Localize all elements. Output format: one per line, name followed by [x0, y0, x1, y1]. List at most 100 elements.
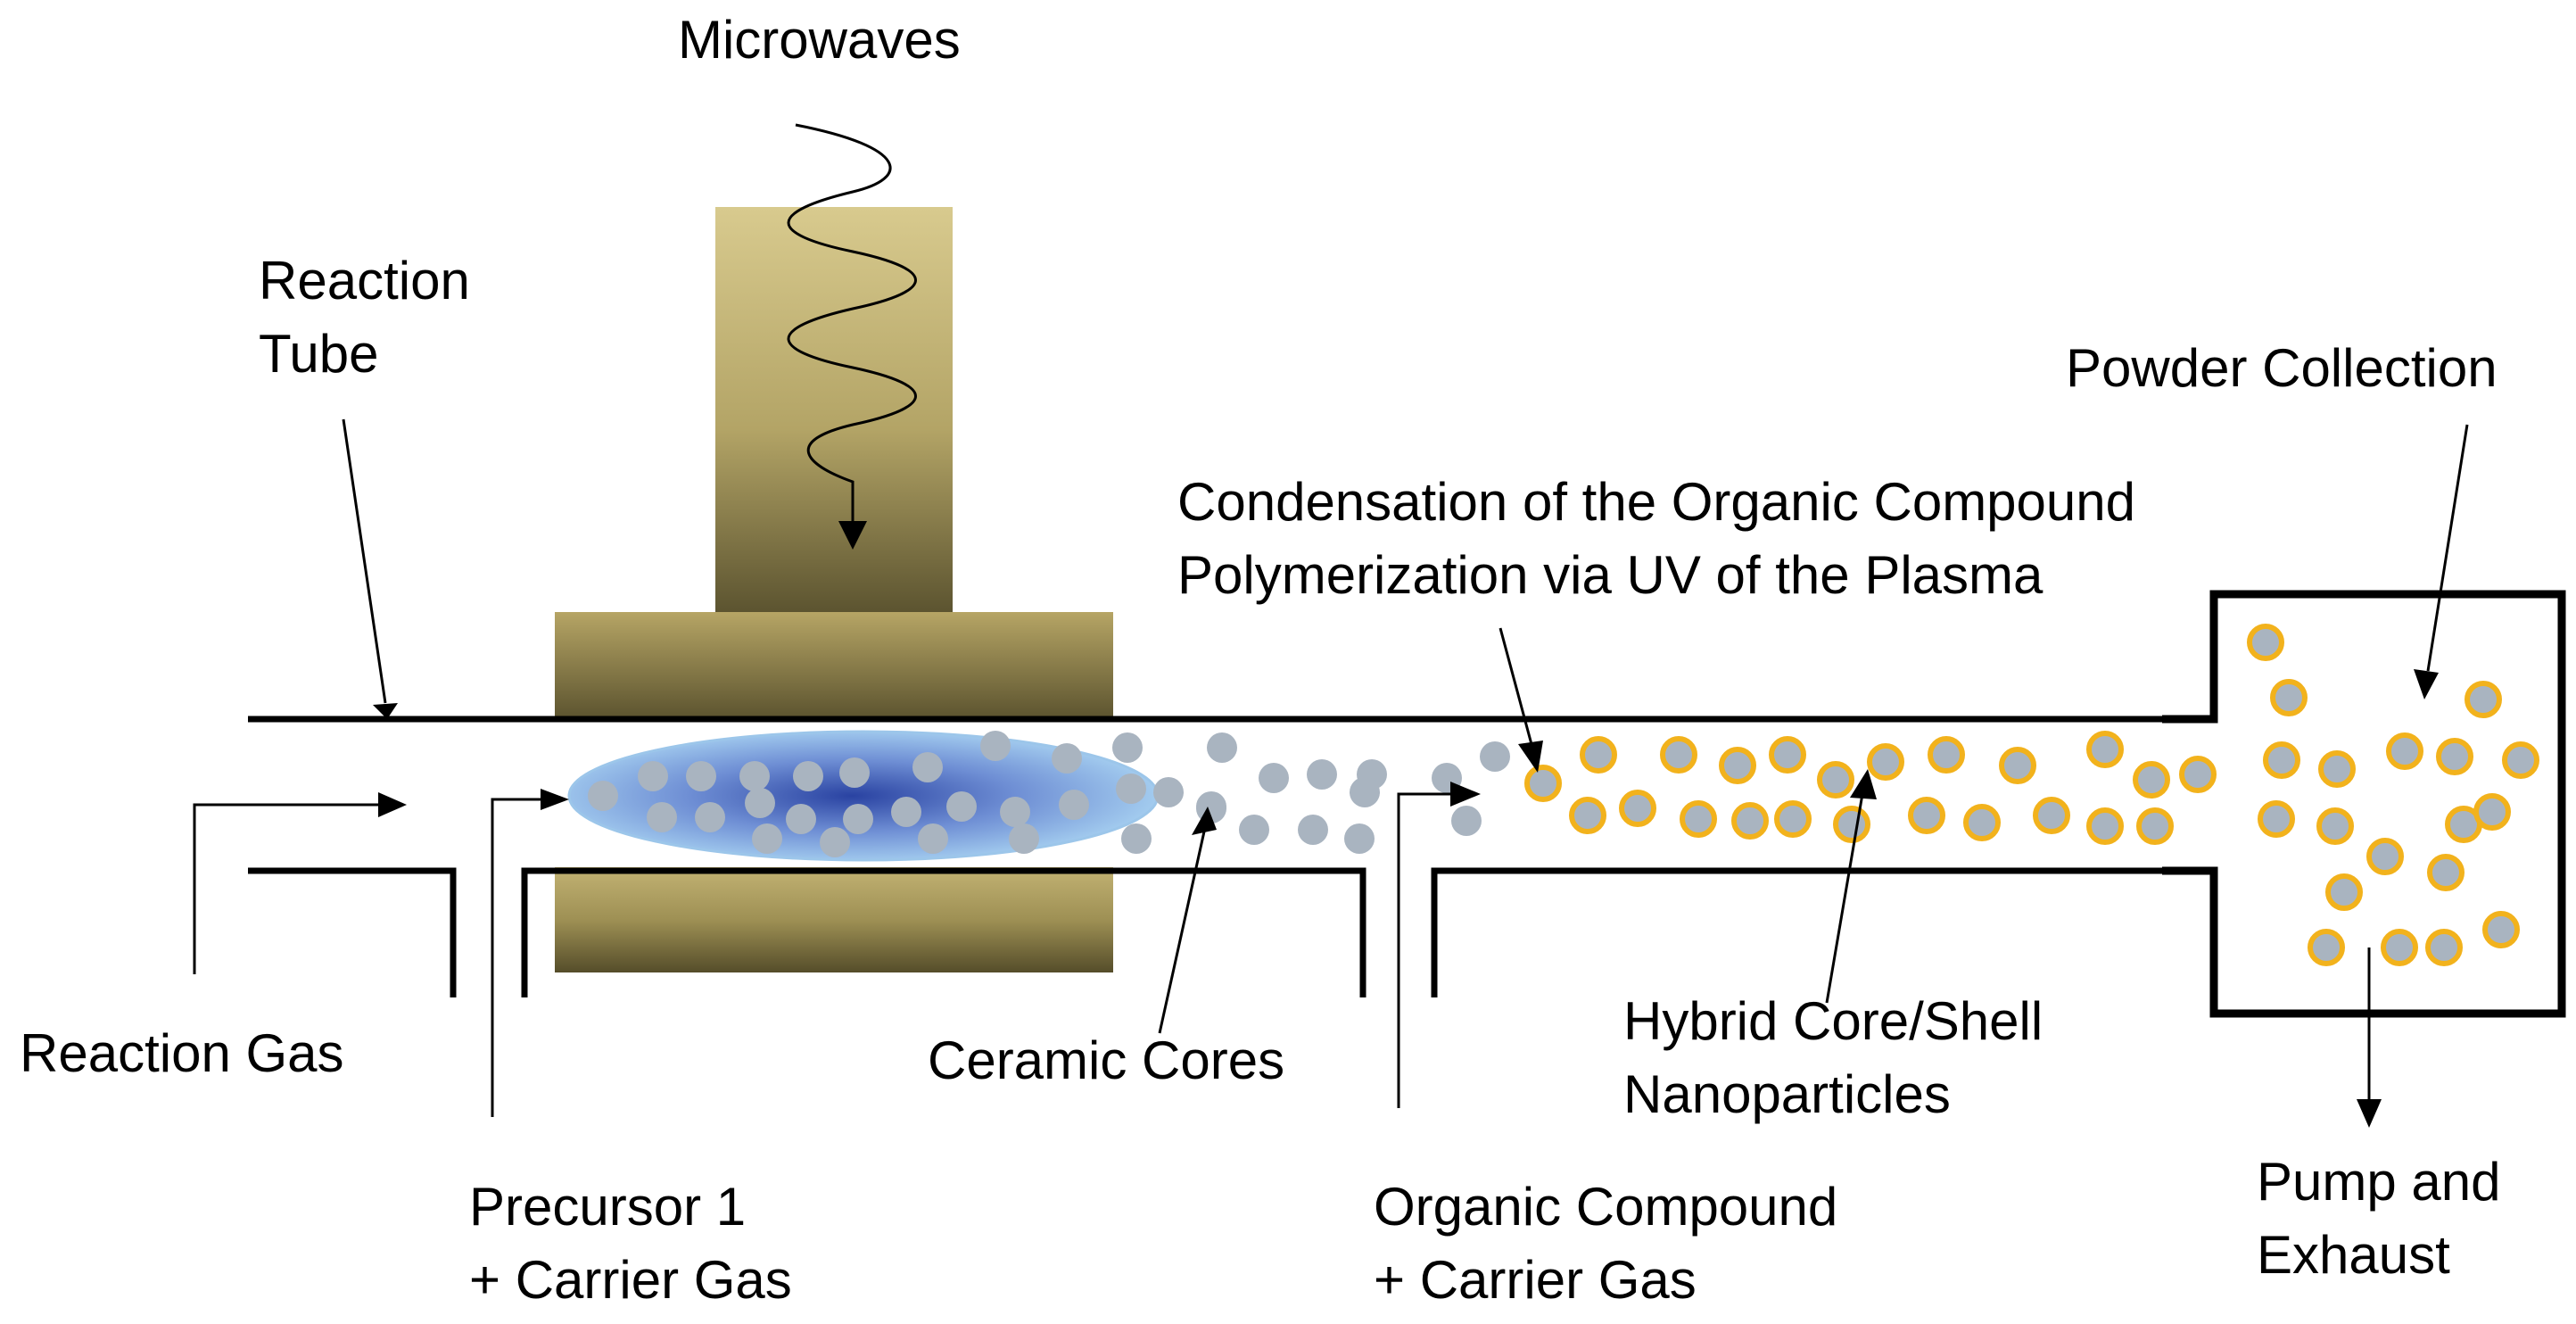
microwave-wave	[787, 123, 917, 546]
core-shell-particle	[1769, 736, 1806, 774]
core-shell-particle	[2086, 731, 2124, 768]
ceramic-core-particle	[793, 761, 823, 791]
ceramic-core-particle	[839, 757, 870, 788]
core-shell-particle	[2318, 750, 2356, 788]
core-shell-particle	[2179, 756, 2217, 793]
label-precursor: Precursor 1 + Carrier Gas	[469, 1171, 792, 1317]
label-microwaves: Microwaves	[678, 10, 961, 70]
ceramic-core-particle	[1009, 823, 1039, 854]
ceramic-core-particle	[638, 761, 668, 791]
ceramic-core-particle	[1344, 823, 1375, 854]
ceramic-core-particle	[820, 827, 850, 857]
arrow-heads	[373, 669, 2439, 1128]
core-shell-particle	[1908, 797, 1945, 834]
label-precursor-line1: Precursor 1	[469, 1177, 747, 1237]
ceramic-core-particle	[1451, 806, 1482, 836]
ceramic-core-particle	[891, 797, 921, 827]
core-shell-particle	[1680, 800, 1717, 838]
label-powder-collection: Powder Collection	[2066, 338, 2498, 398]
label-precursor-line2: + Carrier Gas	[469, 1250, 792, 1310]
ceramic-core-particle	[686, 761, 716, 791]
ceramic-core-particle	[946, 791, 977, 822]
core-shell-particle	[2033, 797, 2070, 834]
core-shell-particle	[1774, 800, 1812, 838]
core-shell-particle	[1817, 761, 1854, 799]
label-pump-line1: Pump and	[2257, 1152, 2501, 1212]
core-shell-particle	[1580, 736, 1617, 774]
ceramic-core-particle	[695, 802, 725, 832]
core-shell-particle	[2482, 911, 2520, 948]
waveguide-lower	[555, 867, 1113, 972]
ceramic-core-particle	[588, 781, 618, 811]
core-shell-particle	[1928, 736, 1965, 774]
core-shell-particle	[2425, 929, 2463, 966]
ceramic-core-particle	[1350, 777, 1380, 807]
ceramic-core-particle	[786, 804, 816, 834]
core-shell-particle	[1660, 736, 1697, 774]
ceramic-core-particle	[1239, 815, 1269, 845]
ceramic-core-particle	[1000, 797, 1030, 827]
ceramic-core-particle	[1207, 732, 1237, 763]
label-pump: Pump and Exhaust	[2257, 1146, 2501, 1292]
core-shell-particle	[2136, 807, 2174, 845]
core-shell-particle	[1619, 790, 1656, 827]
ceramic-core-particle	[1298, 815, 1328, 845]
label-hybrid: Hybrid Core/Shell Nanoparticles	[1623, 985, 2043, 1131]
label-organic: Organic Compound + Carrier Gas	[1374, 1171, 1837, 1317]
ceramic-core-particle	[843, 804, 873, 834]
pointers	[193, 418, 2469, 1117]
ceramic-core-particle	[1116, 774, 1146, 804]
core-shell-particle	[2465, 681, 2502, 718]
core-shell-particle	[2473, 793, 2511, 831]
label-reaction-tube: Reaction Tube	[259, 244, 470, 391]
ceramic-core-particle	[1121, 823, 1152, 854]
core-shell-particle	[1999, 747, 2036, 784]
label-hybrid-line2: Nanoparticles	[1623, 1064, 1951, 1124]
label-condensation-line1: Condensation of the Organic Compound	[1177, 472, 2136, 532]
waveguide-base	[555, 612, 1113, 721]
label-organic-line1: Organic Compound	[1374, 1177, 1838, 1237]
core-shell-particle	[2386, 732, 2423, 770]
core-shell-particle	[2308, 929, 2345, 966]
core-shell-particle	[2086, 807, 2124, 845]
core-shell-particle	[2325, 873, 2363, 911]
label-reaction-gas: Reaction Gas	[20, 1023, 344, 1083]
microwave-arrow-head	[838, 521, 867, 550]
core-shell-particle	[1867, 743, 1904, 781]
ceramic-core-particle	[1153, 777, 1184, 807]
core-shell-particle	[1569, 797, 1606, 834]
label-condensation: Condensation of the Organic Compound Pol…	[1177, 466, 2135, 612]
label-reaction-tube-line2: Tube	[259, 324, 379, 384]
core-shell-particle	[2133, 761, 2170, 799]
waveguide-upper	[715, 207, 953, 612]
ceramic-core-particle	[745, 788, 775, 818]
ceramic-core-particle	[1112, 732, 1143, 763]
ceramic-cores	[588, 731, 1510, 857]
core-shell-particle	[2427, 854, 2465, 891]
ceramic-core-particle	[1059, 790, 1089, 820]
ceramic-core-particle	[1307, 759, 1337, 790]
ceramic-core-particle	[739, 761, 770, 791]
core-shell-particle	[1719, 747, 1756, 784]
core-shell-particles	[1524, 624, 2539, 966]
ceramic-core-particle	[647, 802, 677, 832]
core-shell-particle	[2436, 738, 2473, 775]
label-organic-line2: + Carrier Gas	[1374, 1250, 1697, 1310]
core-shell-particle	[2270, 679, 2308, 716]
core-shell-particle	[2366, 838, 2404, 875]
reaction-tube	[248, 716, 2162, 997]
ceramic-core-particle	[752, 823, 782, 854]
ceramic-core-particle	[980, 731, 1011, 761]
core-shell-particle	[2247, 624, 2284, 661]
label-ceramic-cores: Ceramic Cores	[928, 1030, 1285, 1090]
ceramic-core-particle	[912, 752, 943, 782]
core-shell-particle	[2263, 741, 2300, 779]
core-shell-particle	[2258, 800, 2295, 838]
core-shell-particle	[1731, 802, 1769, 840]
label-reaction-tube-line1: Reaction	[259, 251, 470, 310]
core-shell-particle	[2316, 807, 2354, 845]
core-shell-particle	[2502, 741, 2539, 779]
ceramic-core-particle	[1052, 743, 1082, 774]
core-shell-particle	[1524, 765, 1562, 802]
